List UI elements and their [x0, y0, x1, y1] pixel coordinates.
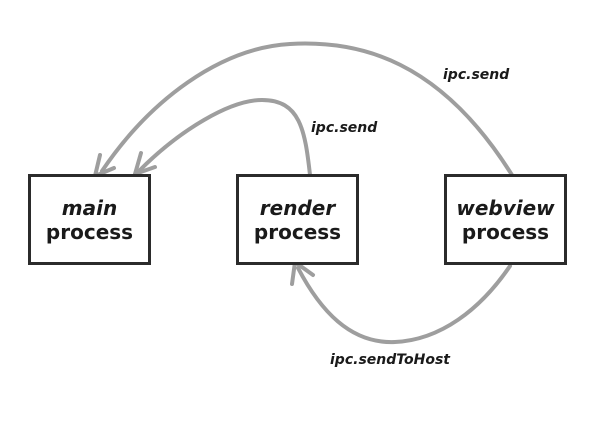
arrowhead-render-to-main: [133, 151, 157, 176]
arrow-render-to-main: [138, 97, 312, 177]
render-process-box: render process: [236, 174, 359, 265]
webview-process-name: webview: [456, 195, 555, 220]
label-webview-to-render: ipc.sendToHost: [330, 352, 450, 368]
main-process-box: main process: [28, 174, 151, 265]
main-process-kind: process: [45, 219, 134, 244]
arrow-webview-to-render: [296, 264, 512, 345]
render-process-name: render: [259, 195, 336, 220]
main-process-name: main: [61, 195, 118, 220]
webview-process-kind: process: [461, 219, 550, 244]
arrow-webview-to-main: [100, 41, 514, 177]
label-render-to-main: ipc.send: [311, 120, 378, 136]
render-process-kind: process: [253, 219, 342, 244]
label-webview-to-main: ipc.send: [443, 67, 510, 83]
webview-process-box: webview process: [444, 174, 567, 265]
